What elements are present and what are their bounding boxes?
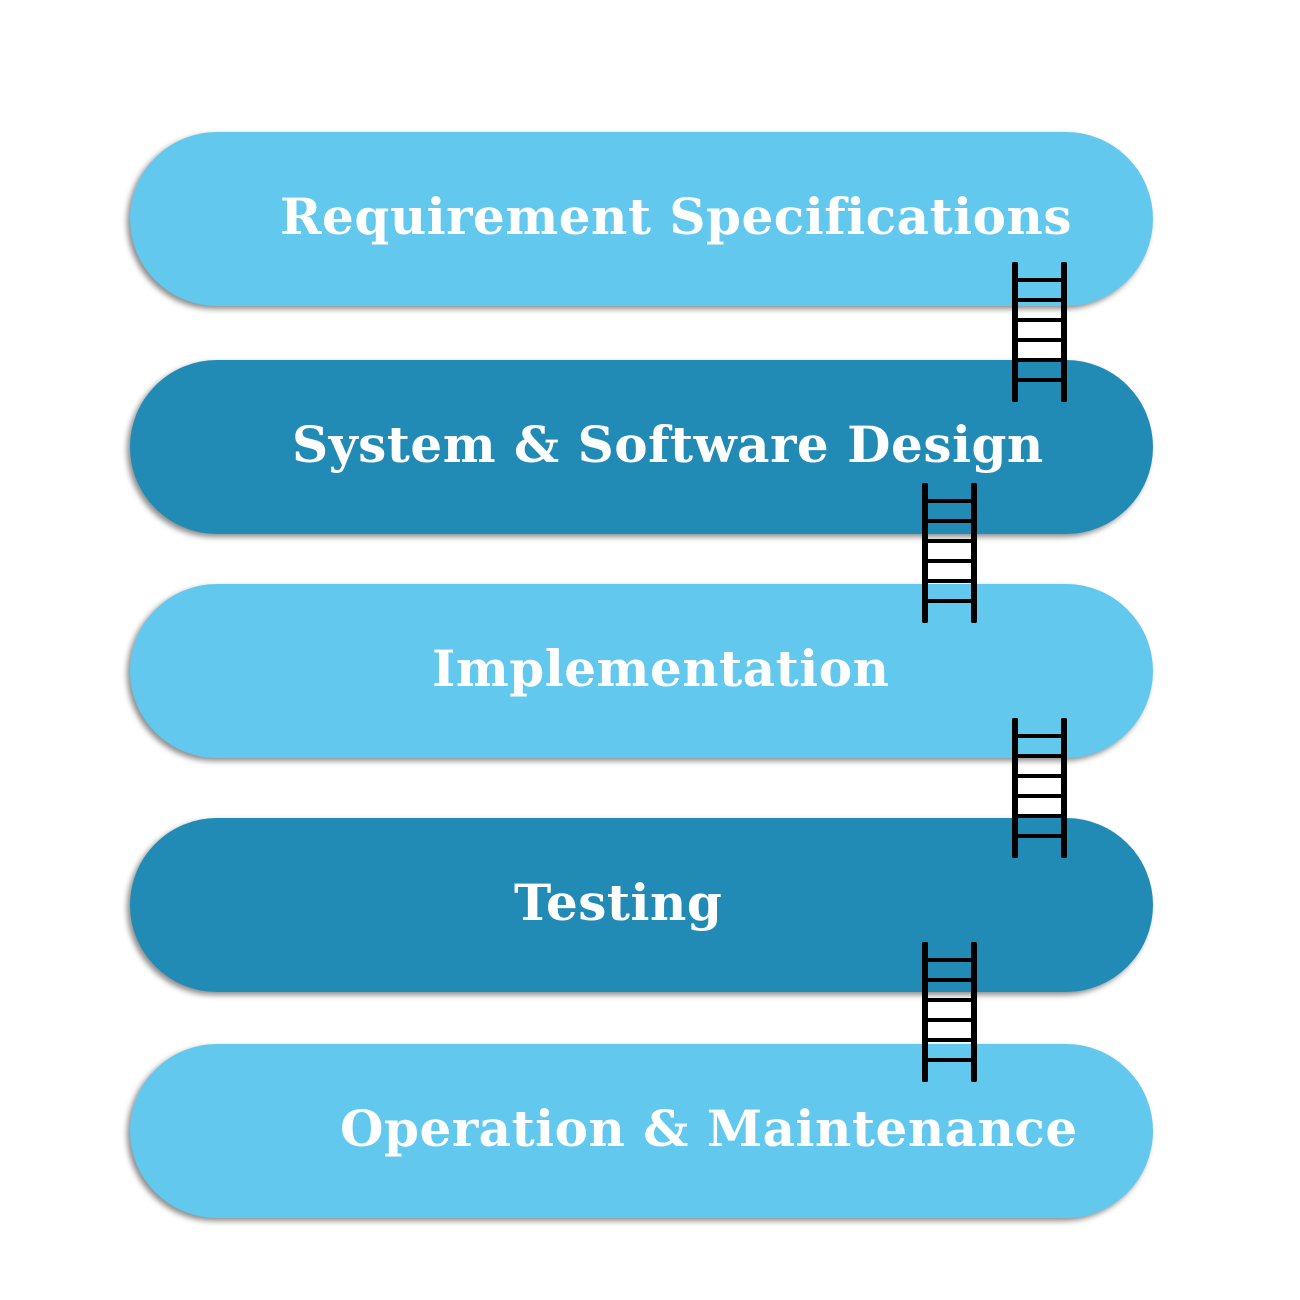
stage-testing: Testing: [130, 818, 1153, 992]
stage-label: Testing: [514, 873, 723, 932]
ladder-icon: [1012, 718, 1067, 858]
ladder-icon: [922, 483, 977, 623]
stage-label: Operation & Maintenance: [340, 1099, 1078, 1158]
stage-system-software-design: System & Software Design: [130, 360, 1153, 534]
stage-label: System & Software Design: [292, 415, 1044, 474]
stage-requirement-specifications: Requirement Specifications: [130, 132, 1153, 306]
stage-label: Requirement Specifications: [280, 187, 1073, 246]
stage-label: Implementation: [432, 639, 890, 698]
stage-implementation: Implementation: [130, 584, 1153, 758]
ladder-icon: [922, 942, 977, 1082]
ladder-icon: [1012, 262, 1067, 402]
stage-operation-maintenance: Operation & Maintenance: [130, 1044, 1153, 1218]
